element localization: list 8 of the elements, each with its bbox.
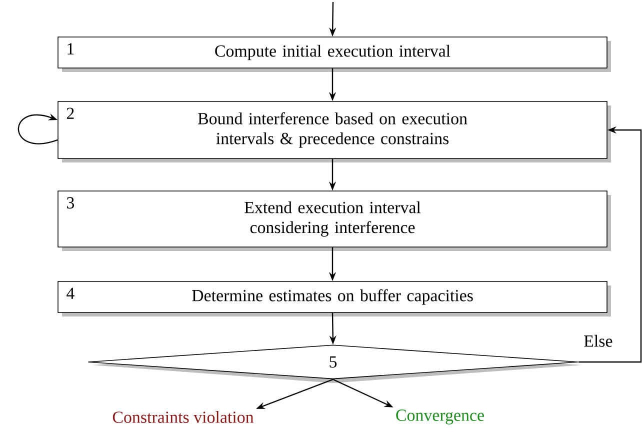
outcome-text: Constraints violation (112, 411, 254, 423)
process-box: 4 Determine estimates on buffer capacities (58, 281, 611, 316)
outcome-text: Convergence (396, 410, 484, 424)
process-box: 1 Compute initial execution interval (58, 36, 611, 72)
process-box: 2 Bound interference based on execution intervals & precedence constrains (58, 101, 611, 162)
arrow (18, 114, 58, 144)
process-box: 3 Extend execution interval considering interference (58, 190, 611, 251)
edge-label: Else (584, 334, 612, 347)
